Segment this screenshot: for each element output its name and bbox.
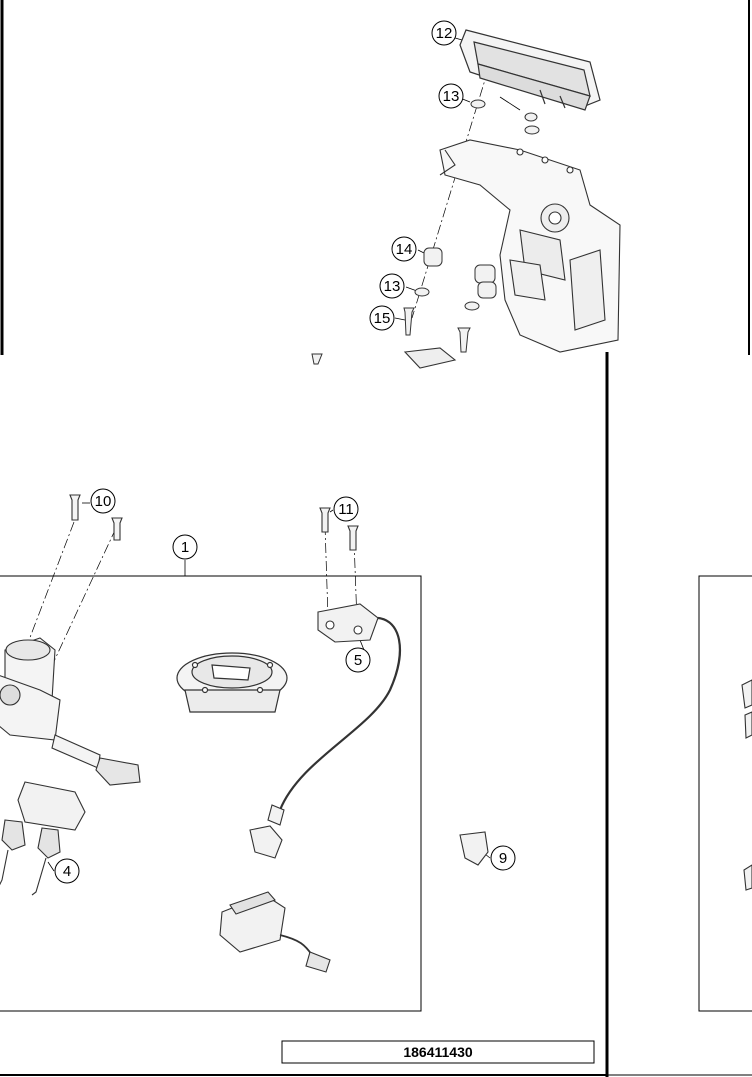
- callout-4-label: 4: [63, 863, 71, 880]
- kit-box-right: [698, 575, 752, 1012]
- keys-part: [0, 781, 86, 896]
- callout-13-bottom: 13: [379, 273, 405, 299]
- sensor-cable-part: [267, 507, 401, 826]
- callout-11: 11: [333, 496, 359, 522]
- callout-9: 9: [490, 845, 516, 871]
- callout-10: 10: [90, 488, 116, 514]
- callout-1: 1: [172, 534, 198, 560]
- callout-5-label: 5: [354, 652, 362, 669]
- mounting-bracket-part: [403, 139, 621, 369]
- callout-13-top-label: 13: [443, 88, 460, 105]
- control-unit-part: [219, 891, 331, 973]
- fastener-parts-top: [311, 99, 540, 365]
- part-number-box: 186411430: [281, 1040, 595, 1064]
- callout-13-top: 13: [438, 83, 464, 109]
- callout-15-label: 15: [374, 310, 391, 327]
- right-kit-parts: [741, 679, 752, 891]
- callout-11-label: 11: [338, 501, 354, 518]
- callout-10-label: 10: [95, 493, 112, 510]
- ignition-lock-part: [0, 494, 141, 786]
- callout-4: 4: [54, 858, 80, 884]
- callout-12-label: 12: [436, 25, 453, 42]
- callout-13-bottom-label: 13: [384, 278, 401, 295]
- callout-14: 14: [391, 236, 417, 262]
- fuel-cap-part: [176, 652, 288, 713]
- alignment-axes: [9, 69, 489, 701]
- callout-14-label: 14: [396, 241, 413, 258]
- connector-clip-part: [249, 825, 283, 859]
- callout-15: 15: [369, 305, 395, 331]
- bracket-clip-part: [459, 831, 489, 866]
- callout-1-label: 1: [181, 539, 189, 556]
- kit-box-left: [0, 575, 422, 1012]
- dashboard-display-part: [459, 29, 601, 111]
- callout-9-label: 9: [499, 850, 507, 867]
- callout-12: 12: [431, 20, 457, 46]
- part-number: 186411430: [403, 1044, 473, 1060]
- callout-5: 5: [345, 647, 371, 673]
